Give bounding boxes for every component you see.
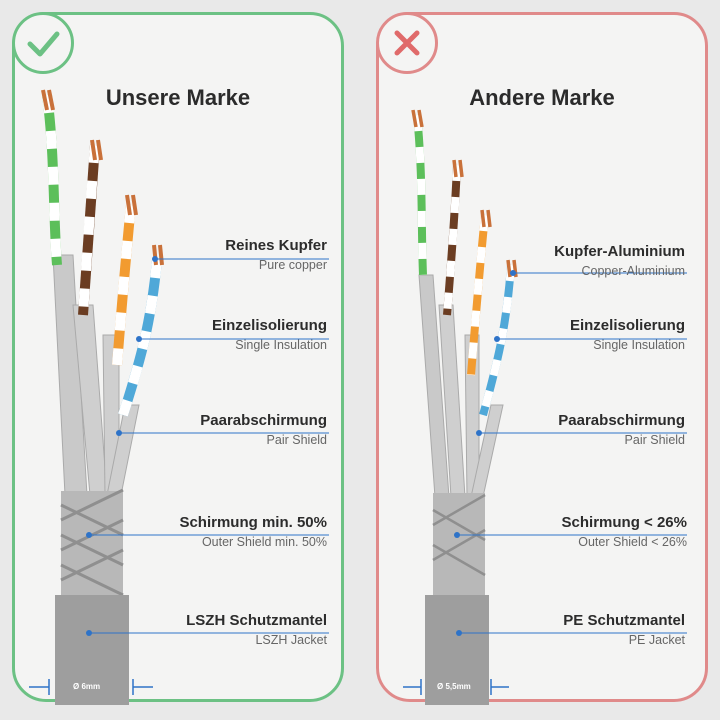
diameter-label: Ø 5,5mm <box>437 682 471 691</box>
cable-illustration <box>403 109 687 705</box>
feature-jacket: LSZH Schutzmantel LSZH Jacket <box>186 612 327 647</box>
cross-badge <box>376 12 438 74</box>
our-brand-panel: Unsere Marke Ø 6 <box>12 12 344 705</box>
feature-insulation: Einzelisolierung Single Insulation <box>569 317 685 352</box>
feature-insulation: Einzelisolierung Single Insulation <box>211 317 327 352</box>
cross-icon <box>394 30 420 56</box>
feature-outer-shield: Schirmung < 26% Outer Shield < 26% <box>561 514 687 549</box>
feature-conductor: Kupfer-Aluminium Copper-Aluminium <box>554 243 685 278</box>
other-brand-panel: Andere Marke Ø 5,5mm Kupfer-Aluminium C <box>376 12 708 705</box>
diameter-label: Ø 6mm <box>73 682 101 691</box>
feature-jacket: PE Schutzmantel PE Jacket <box>563 612 685 647</box>
cable-illustration <box>29 89 329 705</box>
feature-pair-shield: Paarabschirmung Pair Shield <box>200 412 327 447</box>
panel-title: Andere Marke <box>469 85 615 110</box>
check-badge <box>12 12 74 74</box>
panel-title: Unsere Marke <box>105 85 251 110</box>
feature-outer-shield: Schirmung min. 50% Outer Shield min. 50% <box>179 514 327 549</box>
feature-pair-shield: Paarabschirmung Pair Shield <box>558 412 685 447</box>
feature-conductor: Reines Kupfer Pure copper <box>225 237 327 272</box>
check-icon <box>27 31 60 57</box>
